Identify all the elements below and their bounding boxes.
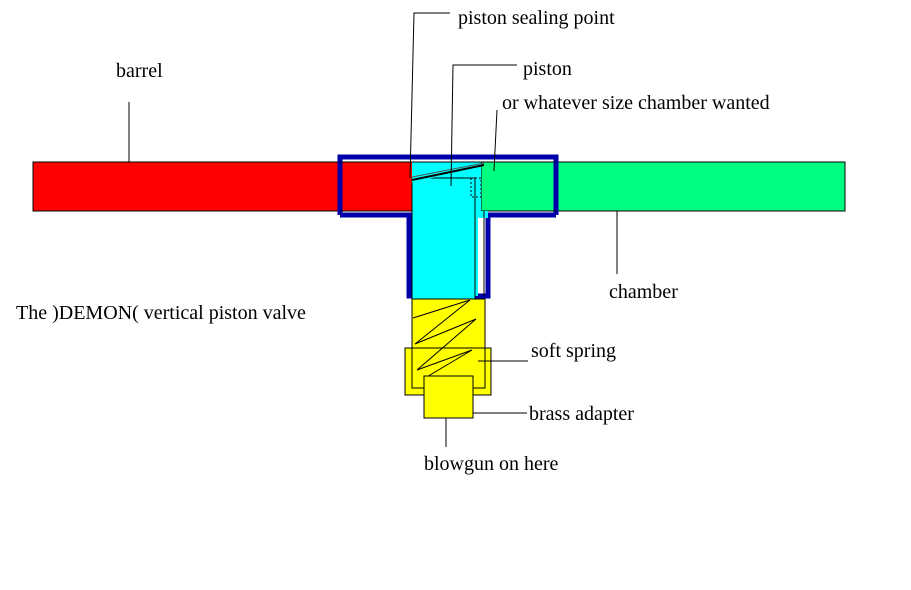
leader-chamber-note — [493, 109, 498, 172]
piston-seal-face-inner — [411, 162, 485, 178]
brass-adapter — [423, 375, 474, 419]
piston-stem — [411, 177, 476, 300]
diagram-title: The )DEMON( vertical piston valve — [16, 302, 306, 324]
leader-piston — [450, 64, 517, 187]
bleed-port — [470, 177, 482, 198]
spring-housing-lower — [411, 298, 486, 389]
label-chamber-note: or whatever size chamber wanted — [502, 92, 770, 114]
piston-seal-face — [411, 164, 485, 181]
label-blowgun: blowgun on here — [424, 453, 559, 475]
label-piston: piston — [523, 58, 572, 80]
label-chamber: chamber — [609, 281, 678, 303]
label-barrel: barrel — [116, 60, 163, 82]
label-soft-spring: soft spring — [531, 340, 616, 362]
chamber-tube — [480, 161, 846, 212]
soft-spring — [412, 299, 477, 379]
barrel-tube — [32, 161, 415, 212]
label-brass-adapter: brass adapter — [529, 403, 634, 425]
label-piston-sealing-point: piston sealing point — [458, 7, 615, 29]
leader-piston-sealing-point — [409, 12, 450, 179]
